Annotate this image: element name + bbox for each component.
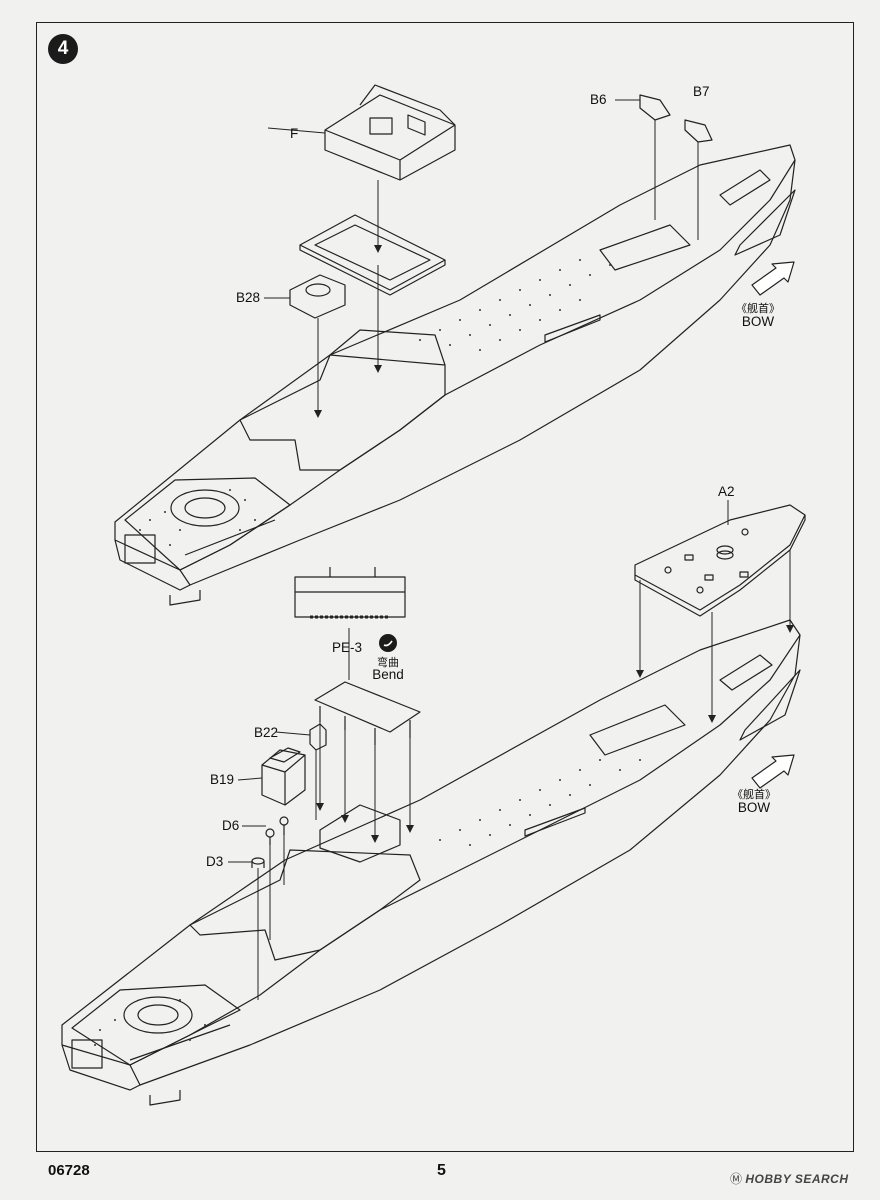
label-part-B7: B7 (693, 84, 710, 99)
label-part-B19: B19 (210, 772, 235, 787)
bow-note-cn-top: 《舰首》 (736, 303, 780, 315)
arrowheads-bottom (316, 625, 794, 843)
watermark-logo: HOBBY SEARCH (745, 1172, 849, 1186)
part-B22-drawing (309, 723, 327, 751)
watermark-mark: Ⓜ (730, 1172, 743, 1186)
label-part-B28: B28 (236, 290, 261, 305)
part-PE3-flat (294, 567, 406, 619)
kit-code: 06728 (48, 1162, 90, 1179)
ship-hull-bottom (61, 619, 801, 1106)
ship-hull-top (114, 144, 796, 606)
step-number-badge: 4 (48, 34, 78, 64)
bend-icon (379, 634, 397, 652)
label-part-D3: D3 (206, 854, 224, 869)
bend-note-cn: 弯曲 (377, 657, 399, 669)
deck-plate-drawing (299, 214, 446, 296)
label-part-A2: A2 (718, 484, 735, 499)
label-part-B22: B22 (254, 725, 279, 740)
bow-note-cn-bottom: 《舰首》 (732, 789, 776, 801)
part-B7-drawing (684, 119, 713, 143)
part-D6-drawing (265, 816, 289, 845)
part-D3-drawing (251, 857, 265, 868)
deck-rivets-bottom (94, 759, 641, 1046)
deck-rivets-top (139, 259, 611, 546)
part-B19-drawing (261, 747, 306, 806)
label-part-PE3: PE-3 (332, 640, 363, 655)
bow-arrow-top (751, 261, 795, 296)
bend-note-en: Bend (372, 667, 404, 682)
bow-note-en-bottom: BOW (737, 800, 771, 815)
label-part-B6: B6 (590, 92, 607, 107)
arrowheads-top (314, 245, 382, 418)
part-A2-drawing (634, 504, 806, 617)
label-part-D6: D6 (222, 818, 240, 833)
part-B6-drawing (639, 94, 671, 121)
page-number: 5 (437, 1162, 446, 1179)
part-F-drawing (324, 84, 456, 181)
assembly-guides-bottom (228, 500, 791, 1000)
bow-note-en-top: BOW (741, 314, 775, 329)
part-PE3-bent (314, 681, 421, 745)
label-part-F: F (290, 126, 299, 141)
part-B28-drawing (289, 274, 346, 319)
watermark: Ⓜ HOBBY SEARCH (730, 1170, 848, 1187)
step-frame (36, 22, 854, 1152)
assembly-guides-top (264, 99, 699, 415)
bow-arrow-bottom (751, 754, 795, 789)
